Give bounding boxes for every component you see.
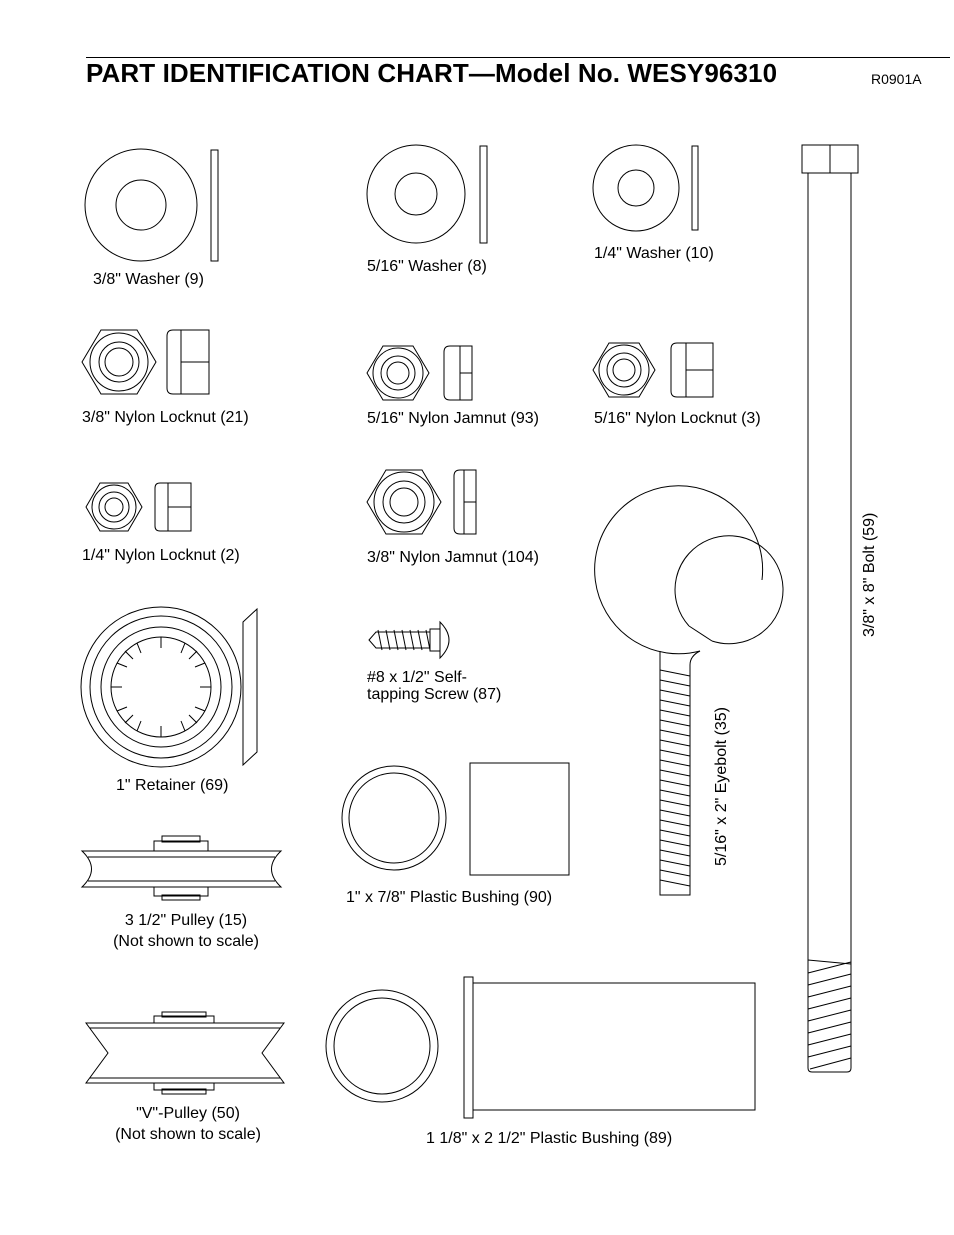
label-v-pulley-line1: "V"-Pulley (50) xyxy=(136,1105,240,1122)
label-eyebolt: 5/16" x 2" Eyebolt (35) xyxy=(713,707,730,866)
label-jamnut-38: 3/8" Nylon Jamnut (104) xyxy=(367,549,539,566)
locknut-38-drawing xyxy=(82,330,209,394)
label-screw-line2: tapping Screw (87) xyxy=(367,686,502,703)
washer-14-drawing xyxy=(593,145,698,231)
label-jamnut-516: 5/16" Nylon Jamnut (93) xyxy=(367,410,539,427)
label-pulley-line1: 3 1/2" Pulley (15) xyxy=(124,912,248,929)
jamnut-516-drawing xyxy=(367,346,472,400)
label-screw-line1: #8 x 1/2" Self- xyxy=(367,669,467,686)
screw-drawing xyxy=(369,622,449,658)
washer-38-drawing xyxy=(85,149,218,261)
document-code: R0901A xyxy=(871,71,922,87)
label-bushing-90: 1" x 7/8" Plastic Bushing (90) xyxy=(346,889,553,906)
page-title: PART IDENTIFICATION CHART—Model No. WESY… xyxy=(86,58,778,88)
label-washer-38: 3/8" Washer (9) xyxy=(93,271,204,288)
label-v-pulley: "V"-Pulley (50) (Not shown to scale) xyxy=(109,1103,267,1145)
bushing-90-drawing xyxy=(342,763,569,875)
label-washer-14: 1/4" Washer (10) xyxy=(594,245,714,262)
label-v-pulley-line2: (Not shown to scale) xyxy=(115,1126,261,1143)
label-washer-516: 5/16" Washer (8) xyxy=(367,258,487,275)
locknut-14-drawing xyxy=(86,483,191,531)
header-rule xyxy=(86,57,950,58)
bushing-89-drawing xyxy=(326,977,755,1118)
jamnut-38-drawing xyxy=(367,470,476,534)
pulley-drawing xyxy=(82,836,281,900)
retainer-drawing xyxy=(81,607,257,767)
v-pulley-drawing xyxy=(86,1012,284,1094)
label-locknut-14: 1/4" Nylon Locknut (2) xyxy=(82,547,240,564)
label-screw: #8 x 1/2" Self- tapping Screw (87) xyxy=(367,669,501,703)
label-retainer: 1" Retainer (69) xyxy=(116,777,229,794)
label-pulley: 3 1/2" Pulley (15) (Not shown to scale) xyxy=(108,910,264,952)
label-bolt: 3/8" x 8" Bolt (59) xyxy=(861,512,878,637)
label-pulley-line2: (Not shown to scale) xyxy=(113,933,259,950)
label-locknut-38: 3/8" Nylon Locknut (21) xyxy=(82,409,249,426)
label-bushing-89: 1 1/8" x 2 1/2" Plastic Bushing (89) xyxy=(426,1130,673,1147)
locknut-516-drawing xyxy=(593,343,713,397)
eyebolt-drawing xyxy=(595,486,783,895)
washer-516-drawing xyxy=(367,145,487,243)
bolt-drawing xyxy=(802,145,858,1072)
label-locknut-516: 5/16" Nylon Locknut (3) xyxy=(594,410,761,427)
